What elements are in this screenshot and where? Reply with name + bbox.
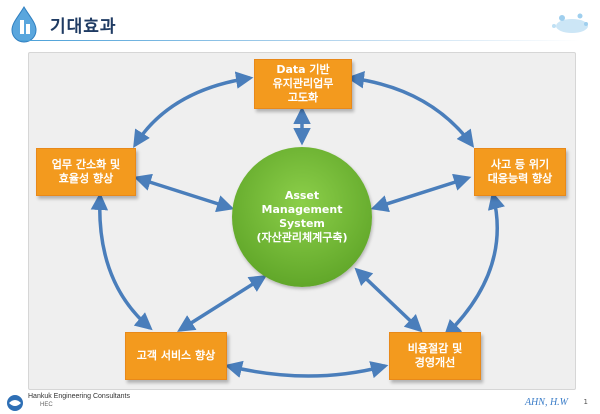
spoke-bottom-left: [177, 275, 267, 332]
center-line1: Asset: [284, 189, 320, 202]
water-drop-logo-icon: [11, 6, 37, 43]
header-divider: [20, 40, 580, 41]
node-cost-reduction: 비용절감 및 경영개선: [389, 332, 481, 380]
asset-management-system-circle: Asset Management System (자산관리체계구축): [232, 147, 372, 287]
page-title: 기대효과: [50, 17, 117, 37]
spoke-bottom-right: [354, 267, 423, 333]
node-top-line1: Data 기반: [276, 63, 330, 76]
center-line4: (자산관리체계구축): [256, 231, 348, 244]
arc-bottom: [224, 360, 389, 379]
spoke-right: [370, 173, 472, 213]
footer-company-sub: HEC: [40, 402, 53, 408]
node-crisis-response: 사고 등 위기 대응능력 향상: [474, 148, 566, 196]
arc-left-bottomleft: [90, 192, 153, 331]
node-left-line2: 효율성 향상: [58, 172, 114, 185]
footer-author: AHN, H.W: [524, 397, 568, 408]
node-bottomright-line2: 경영개선: [414, 356, 456, 369]
node-right-line2: 대응능력 향상: [487, 172, 553, 185]
spoke-left: [133, 173, 235, 213]
footer-company-name: Hankuk Engineering Consultants: [28, 393, 130, 400]
slide-header: 기대효과: [0, 0, 600, 50]
node-work-efficiency: 업무 간소화 및 효율성 향상: [36, 148, 136, 196]
arc-top-right: [346, 71, 475, 148]
water-splash-icon: [552, 13, 588, 33]
arc-right-bottomright: [443, 191, 505, 338]
center-line3: System: [279, 217, 325, 230]
page-number: 1: [583, 398, 588, 406]
node-right-line1: 사고 등 위기: [490, 158, 550, 171]
arc-top-left: [133, 71, 254, 148]
node-left-line1: 업무 간소화 및: [51, 158, 121, 171]
node-top-line3: 고도화: [287, 91, 319, 104]
node-bottomright-line1: 비용절감 및: [407, 342, 463, 355]
node-customer-service: 고객 서비스 향상: [125, 332, 227, 380]
node-data-based-maintenance: Data 기반 유지관리업무 고도화: [254, 59, 352, 109]
node-top-line2: 유지관리업무: [272, 77, 334, 90]
node-bottomleft-line1: 고객 서비스 향상: [136, 349, 216, 362]
center-line2: Management: [261, 203, 343, 216]
company-logo-icon: [7, 395, 23, 411]
